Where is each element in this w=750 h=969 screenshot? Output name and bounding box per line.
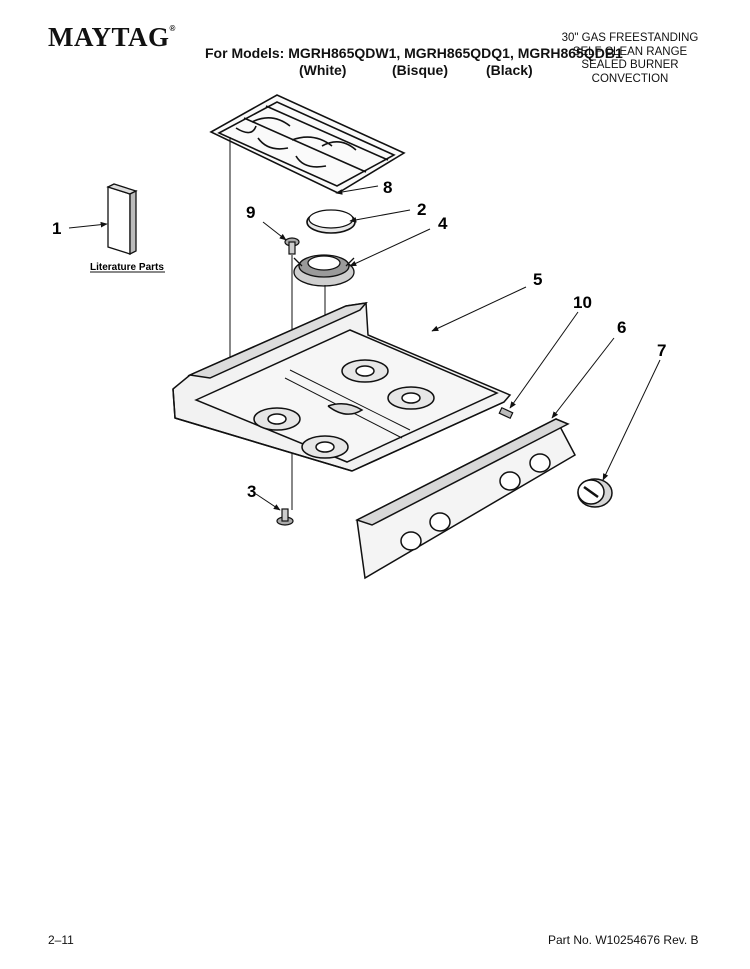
leader-lines: [68, 185, 661, 511]
callout-1: 1: [52, 219, 61, 238]
literature-parts-label: Literature Parts: [90, 262, 164, 273]
models-line: For Models: MGRH865QDW1, MGRH865QDQ1, MG…: [205, 45, 623, 61]
callout-2: 2: [417, 200, 426, 219]
burner-cap: [306, 209, 356, 234]
literature-booklet: [106, 183, 138, 256]
color-white: (White): [299, 62, 347, 78]
screw-10: [498, 406, 514, 420]
page-number: 2–11: [48, 933, 74, 947]
product-description: 30" GAS FREESTANDING SELF CLEAN RANGE SE…: [561, 32, 699, 85]
callout-8: 8: [383, 178, 392, 197]
maytag-logo: MAYTAG®: [48, 22, 176, 52]
main-top: [172, 301, 512, 472]
callout-9: 9: [246, 203, 255, 222]
color-black: (Black): [486, 62, 533, 78]
screw-9: [284, 237, 300, 255]
color-bisque: (Bisque): [392, 62, 448, 78]
callout-3: 3: [247, 482, 256, 501]
callout-5: 5: [533, 270, 542, 289]
control-panel: [355, 417, 576, 580]
control-knob: [577, 478, 613, 508]
callout-6: 6: [617, 318, 626, 337]
part-number: Part No. W10254676 Rev. B: [548, 933, 699, 947]
callout-10: 10: [573, 293, 592, 312]
callout-7: 7: [657, 341, 666, 360]
screw-3: [276, 508, 294, 526]
callout-4: 4: [438, 214, 448, 233]
burner-grate: [209, 94, 406, 194]
burner-base: [293, 254, 355, 287]
